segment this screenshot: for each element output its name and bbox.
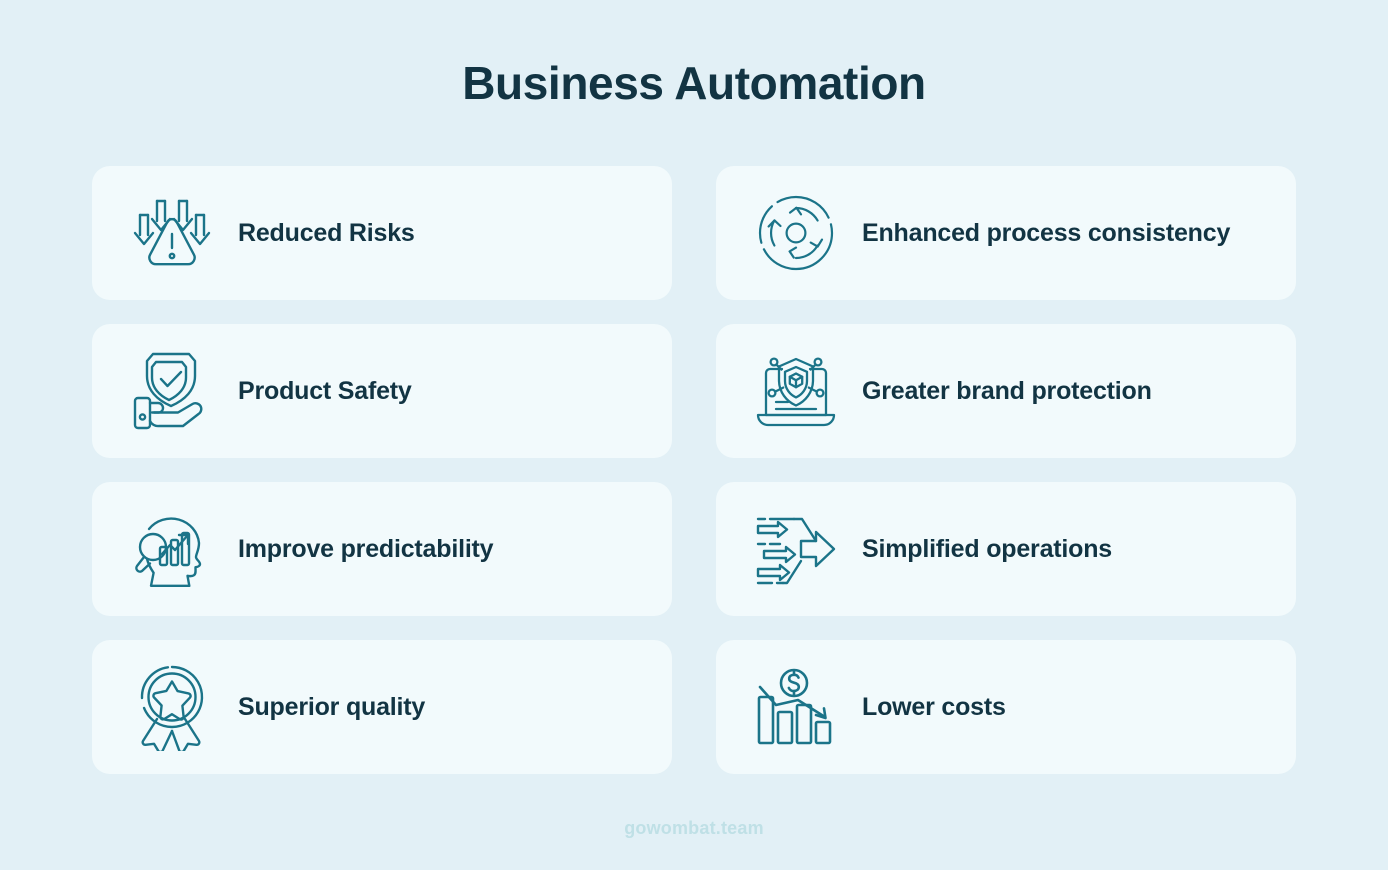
hand-holding-shield-check-icon — [124, 343, 220, 439]
card-label: Product Safety — [238, 376, 412, 405]
warning-triangle-arrows-down-icon — [124, 185, 220, 281]
page-title: Business Automation — [462, 57, 926, 109]
card-superior-quality[interactable]: Superior quality — [92, 640, 672, 774]
card-label: Lower costs — [862, 692, 1006, 721]
circular-process-cycle-icon — [748, 185, 844, 281]
card-improve-predictability[interactable]: Improve predictability — [92, 482, 672, 616]
footer-brand[interactable]: gowombat.team — [624, 818, 764, 838]
card-product-safety[interactable]: Product Safety — [92, 324, 672, 458]
card-label: Improve predictability — [238, 534, 494, 563]
card-simplified-operations[interactable]: Simplified operations — [716, 482, 1296, 616]
declining-bar-chart-dollar-icon — [748, 659, 844, 755]
card-label: Enhanced process consistency — [862, 218, 1231, 247]
head-profile-bar-chart-magnifier-icon — [124, 501, 220, 597]
card-lower-costs[interactable]: Lower costs — [716, 640, 1296, 774]
card-label: Superior quality — [238, 692, 426, 721]
medal-star-ribbon-icon — [124, 659, 220, 755]
benefits-grid: Reduced Risks — [92, 166, 1296, 774]
card-enhanced-process-consistency[interactable]: Enhanced process consistency — [716, 166, 1296, 300]
converging-arrows-icon — [748, 501, 844, 597]
laptop-shield-cube-icon — [748, 343, 844, 439]
card-label: Greater brand protection — [862, 376, 1152, 405]
card-label: Simplified operations — [862, 534, 1112, 563]
card-greater-brand-protection[interactable]: Greater brand protection — [716, 324, 1296, 458]
card-label: Reduced Risks — [238, 218, 415, 247]
card-reduced-risks[interactable]: Reduced Risks — [92, 166, 672, 300]
